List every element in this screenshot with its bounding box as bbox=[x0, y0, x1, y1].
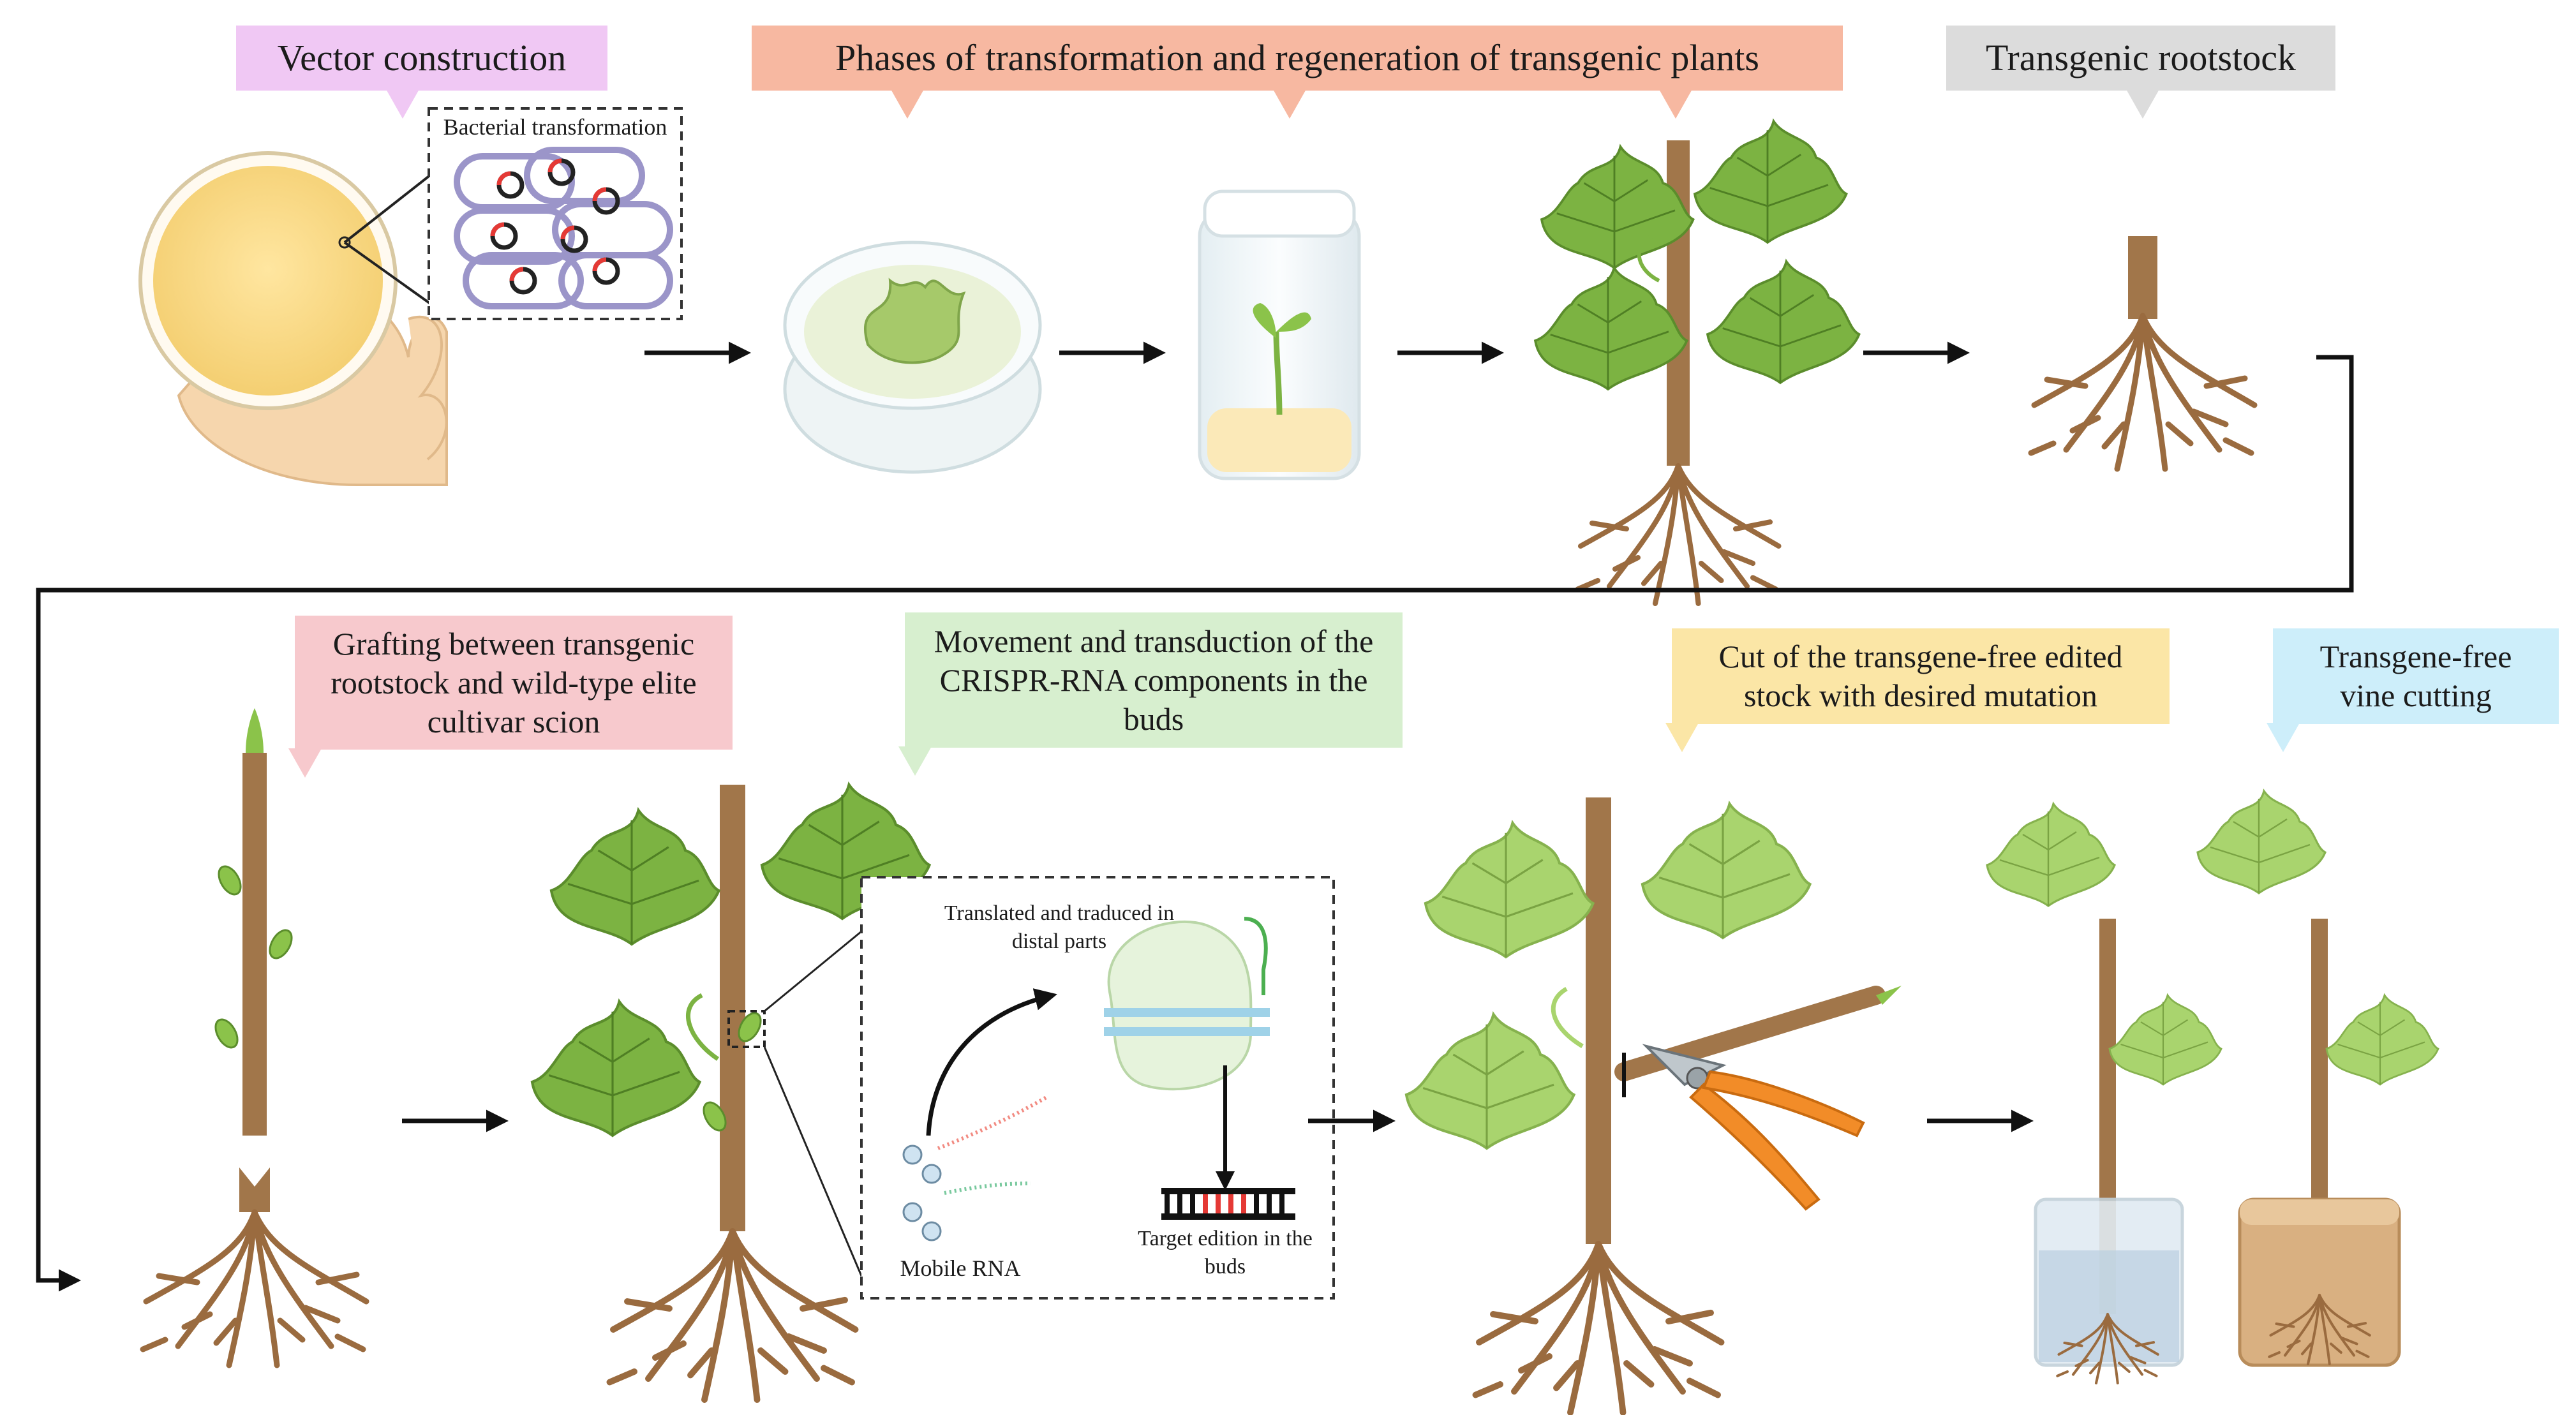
crispr-mechanism-inset bbox=[860, 876, 1335, 1300]
transgene-free-cut-callout: Cut of the transgene-free edited stock w… bbox=[1665, 628, 2170, 752]
transformation-phases-callout: Phases of transformation and regeneratio… bbox=[752, 26, 1843, 119]
crispr-movement-callout: Movement and transduction of the CRISPR-… bbox=[898, 612, 1403, 776]
callout-tail bbox=[1659, 89, 1692, 119]
pruning-shears-icon bbox=[1642, 1044, 1865, 1211]
bacterial-transformation-label: Bacterial transformation bbox=[443, 114, 667, 140]
transgenic-rootstock-illustration bbox=[2031, 236, 2254, 469]
soil-pot-cutting-illustration bbox=[2196, 790, 2439, 1367]
scion-and-rootstock-illustration bbox=[143, 708, 366, 1365]
transgenic-rootstock-callout: Transgenic rootstock bbox=[1946, 26, 2335, 119]
row-connector bbox=[36, 355, 2354, 1292]
target-dna-bar bbox=[1161, 1188, 1295, 1220]
plant-cut-illustration bbox=[1406, 797, 1902, 1412]
vine-cutting-callout: Transgene-free vine cutting bbox=[2267, 628, 2559, 752]
water-beaker-cutting-illustration bbox=[1986, 803, 2222, 1383]
target-edition-label: Target edition in the buds bbox=[1138, 1227, 1313, 1279]
callus-dish-illustration bbox=[783, 241, 1042, 474]
bacterial-transformation-inset bbox=[428, 107, 683, 320]
grafting-callout: Grafting between transgenic rootstock an… bbox=[288, 616, 733, 778]
vector-construction-callout: Vector construction bbox=[236, 26, 607, 119]
mobile-rna-label: Mobile RNA bbox=[900, 1256, 1021, 1281]
translated-label: Translated and traduced in distal parts bbox=[944, 901, 1175, 954]
callout-tail bbox=[1273, 89, 1306, 119]
petri-dish-illustration bbox=[138, 151, 448, 486]
culture-jar-illustration bbox=[1198, 189, 1361, 480]
grafted-plant-illustration bbox=[532, 785, 930, 1400]
transgenic-plant-illustration bbox=[1534, 120, 1861, 604]
